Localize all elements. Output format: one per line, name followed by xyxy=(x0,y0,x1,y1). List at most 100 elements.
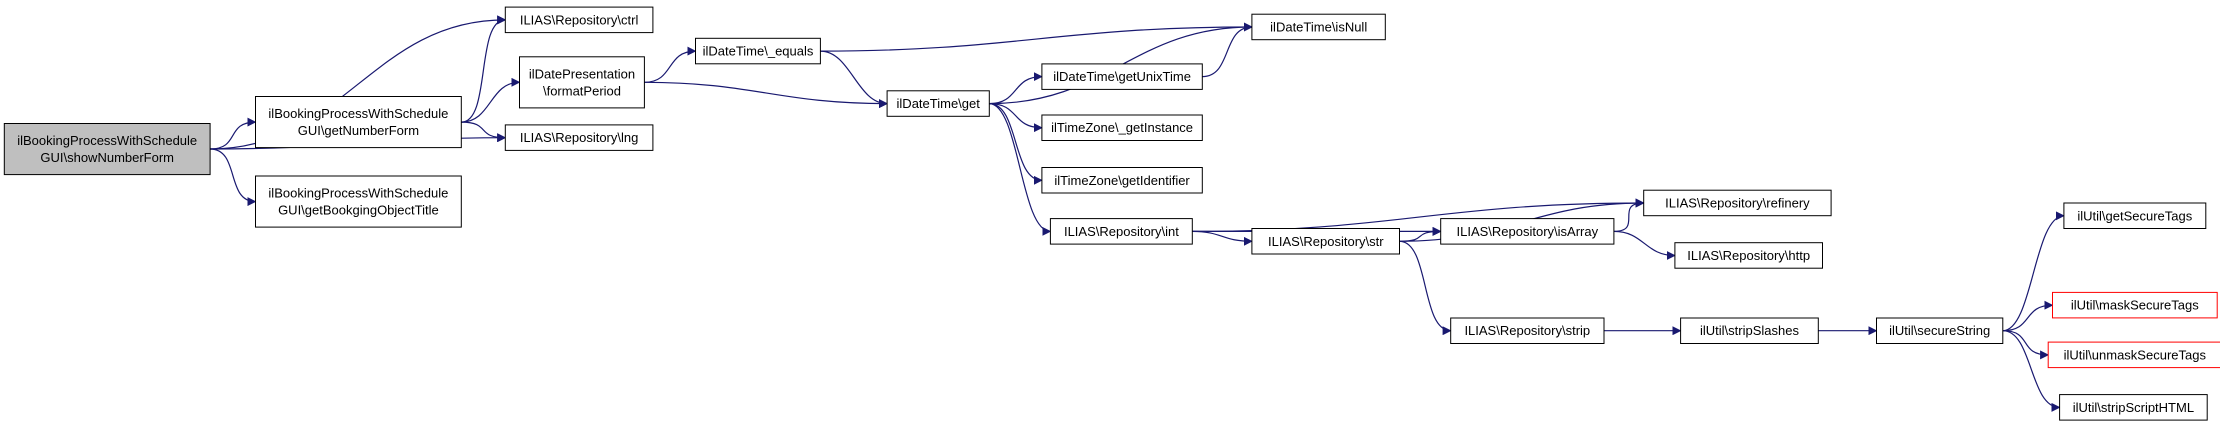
graph-node[interactable]: ILIAS\Repository\ctrl xyxy=(504,6,654,34)
graph-node[interactable]: ilDateTime\isNull xyxy=(1251,13,1386,41)
call-edge xyxy=(989,103,1043,185)
call-edge xyxy=(2002,330,2061,412)
node-label: GUI\getBookgingObjectTitle xyxy=(278,203,439,218)
node-box xyxy=(1440,218,1615,245)
call-edge xyxy=(461,77,521,123)
node-label: ilUtil\stripScriptHTML xyxy=(2073,400,2194,415)
graph-node[interactable]: ILIAS\Repository\strip xyxy=(1450,317,1605,344)
graph-node[interactable]: ilBookingProcessWithScheduleGUI\showNumb… xyxy=(3,123,211,176)
call-edge xyxy=(2002,300,2054,332)
node-label: ilDateTime\_equals xyxy=(703,44,814,59)
call-edge xyxy=(2002,211,2065,332)
graph-node[interactable]: ilUtil\stripScriptHTML xyxy=(2059,394,2208,421)
node-box xyxy=(255,96,462,149)
node-box xyxy=(695,37,821,65)
node-label: \formatPeriod xyxy=(543,83,621,98)
node-box xyxy=(2047,341,2220,369)
node-label: ILIAS\Repository\int xyxy=(1064,224,1179,239)
graph-node[interactable]: ilBookingProcessWithScheduleGUI\getBookg… xyxy=(255,175,462,228)
graph-node[interactable]: ilUtil\getSecureTags xyxy=(2063,202,2207,229)
node-box xyxy=(1450,317,1605,344)
call-edge xyxy=(1613,198,1645,232)
node-label: ILIAS\Repository\ctrl xyxy=(520,12,639,27)
node-box xyxy=(1643,189,1832,217)
node-label: ilDateTime\getUnixTime xyxy=(1053,69,1191,84)
call-edge xyxy=(1399,240,1452,336)
node-box xyxy=(519,56,645,109)
call-edge xyxy=(989,103,1052,236)
node-box xyxy=(1251,228,1401,255)
node-box xyxy=(2063,202,2207,229)
graph-node[interactable]: ilTimeZone\getIdentifier xyxy=(1041,167,1203,194)
node-label: ilUtil\stripSlashes xyxy=(1700,323,1799,338)
graph-node[interactable]: ILIAS\Repository\isArray xyxy=(1440,218,1615,245)
graph-node[interactable]: ILIAS\Repository\http xyxy=(1674,242,1824,269)
graph-node[interactable]: ILIAS\Repository\lng xyxy=(504,124,654,151)
node-box xyxy=(1041,114,1203,141)
call-edge xyxy=(989,72,1043,105)
node-label: ILIAS\Repository\strip xyxy=(1464,323,1590,338)
node-box xyxy=(886,90,990,117)
graph-node[interactable]: ilDateTime\get xyxy=(886,90,990,117)
call-edge xyxy=(210,148,257,207)
graph-node[interactable]: ILIAS\Repository\str xyxy=(1251,228,1401,255)
node-label: ilDatePresentation xyxy=(529,66,635,81)
node-label: ilDateTime\isNull xyxy=(1270,20,1367,35)
call-edge xyxy=(1613,230,1676,260)
call-edge xyxy=(210,117,257,150)
node-label: ilTimeZone\getIdentifier xyxy=(1054,173,1190,188)
node-label: ilUtil\getSecureTags xyxy=(2077,208,2192,223)
node-box xyxy=(2052,291,2218,319)
call-edge xyxy=(1192,230,1253,246)
graph-node[interactable]: ilUtil\stripSlashes xyxy=(1680,317,1819,344)
graph-node[interactable]: ilDateTime\_equals xyxy=(695,37,821,65)
node-label: ilTimeZone\_getInstance xyxy=(1051,120,1193,135)
node-label: ILIAS\Repository\refinery xyxy=(1665,196,1810,211)
node-box xyxy=(1049,218,1193,245)
node-box xyxy=(1680,317,1819,344)
node-box xyxy=(255,175,462,228)
node-label: ILIAS\Repository\lng xyxy=(520,130,639,145)
node-label: ilBookingProcessWithSchedule xyxy=(17,133,197,148)
node-box xyxy=(1041,167,1203,194)
call-edge xyxy=(820,50,888,109)
graph-node[interactable]: ilTimeZone\_getInstance xyxy=(1041,114,1203,141)
call-edge xyxy=(461,15,507,123)
node-label: GUI\getNumberForm xyxy=(298,123,419,138)
graph-node[interactable]: ilDatePresentation \formatPeriod xyxy=(519,56,645,109)
node-box xyxy=(2059,394,2208,421)
node-label: ilUtil\unmaskSecureTags xyxy=(2064,347,2207,362)
graph-node[interactable]: ilUtil\maskSecureTags xyxy=(2052,291,2218,319)
node-box xyxy=(3,123,211,176)
node-label: ILIAS\Repository\str xyxy=(1268,234,1384,249)
graph-node[interactable]: ilUtil\secureString xyxy=(1876,317,2004,344)
graph-node[interactable]: ILIAS\Repository\refinery xyxy=(1643,189,1832,217)
call-edge xyxy=(2002,330,2050,360)
node-box xyxy=(1674,242,1824,269)
call-edge xyxy=(989,103,1043,133)
graph-node[interactable]: ILIAS\Repository\int xyxy=(1049,218,1193,245)
call-edge xyxy=(461,121,507,143)
graph-node[interactable]: ilBookingProcessWithScheduleGUI\getNumbe… xyxy=(255,96,462,149)
node-box xyxy=(1876,317,2004,344)
node-label: ilBookingProcessWithSchedule xyxy=(268,186,448,201)
node-label: ilDateTime\get xyxy=(897,96,981,111)
node-box xyxy=(504,124,654,151)
node-label: ILIAS\Repository\http xyxy=(1687,248,1810,263)
node-box xyxy=(504,6,654,34)
node-label: ILIAS\Repository\isArray xyxy=(1456,224,1598,239)
call-edge xyxy=(820,22,1253,52)
call-edge xyxy=(644,81,888,109)
nodes-layer: ilBookingProcessWithScheduleGUI\showNumb… xyxy=(3,6,2220,421)
call-edge xyxy=(1202,22,1253,78)
node-label: ilUtil\maskSecureTags xyxy=(2071,298,2199,313)
node-label: ilUtil\secureString xyxy=(1889,323,1990,338)
node-label: ilBookingProcessWithSchedule xyxy=(268,106,448,121)
edges-layer xyxy=(210,15,2065,412)
node-label: GUI\showNumberForm xyxy=(40,150,174,165)
graph-node[interactable]: ilDateTime\getUnixTime xyxy=(1041,63,1203,90)
node-box xyxy=(1251,13,1386,41)
graph-node[interactable]: ilUtil\unmaskSecureTags xyxy=(2047,341,2220,369)
node-box xyxy=(1041,63,1203,90)
